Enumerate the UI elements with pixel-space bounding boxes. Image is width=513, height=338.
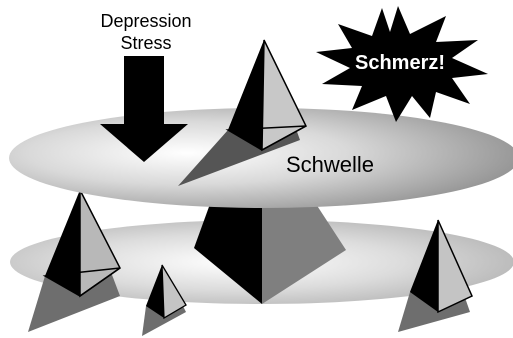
threshold-label: Schwelle <box>286 152 374 177</box>
arrow-label-depression: Depression <box>100 11 191 31</box>
piercing-pyramid <box>178 39 307 186</box>
burst-label: Schmerz! <box>355 52 445 74</box>
large-pyramid-below-threshold <box>194 204 346 304</box>
pain-burst <box>316 6 488 122</box>
arrow-label-stress: Stress <box>120 33 171 53</box>
pressure-arrow <box>100 56 188 162</box>
small-pyramid <box>142 264 187 336</box>
left-pyramid <box>28 189 121 332</box>
right-pyramid <box>398 219 473 332</box>
